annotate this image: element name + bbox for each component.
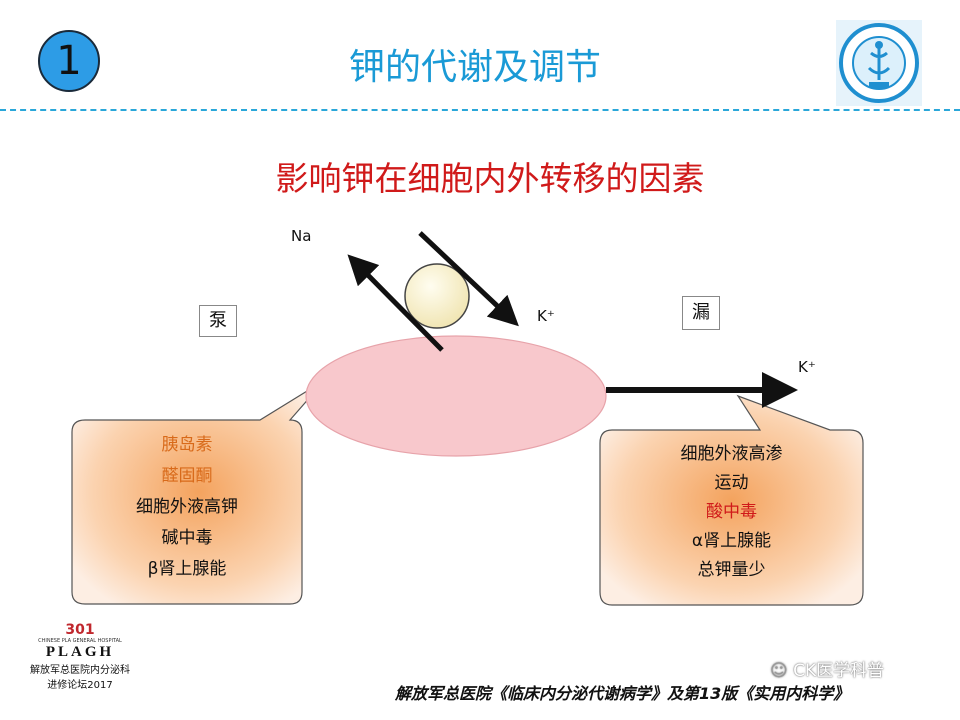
k-label-right: K⁺ <box>798 358 816 376</box>
dept-line1: 解放军总医院内分泌科 <box>30 665 130 676</box>
slide-number: 1 <box>56 38 82 84</box>
slide-number-badge: 1 <box>38 30 100 92</box>
wechat-icon: ☺ <box>770 661 794 681</box>
leak-factor-item: 酸中毒 <box>706 502 757 522</box>
watermark: ☺ CK医学科普 <box>770 656 884 681</box>
leak-factor-item: 总钾量少 <box>697 560 766 580</box>
leak-factor-item: 细胞外液高渗 <box>680 444 783 464</box>
leak-factor-item: α肾上腺能 <box>691 531 772 551</box>
leak-factor-item: 运动 <box>714 473 749 493</box>
na-arrow <box>347 254 444 352</box>
citation: 解放军总医院《临床内分泌代谢病学》及第13版《实用内科学》 <box>395 684 850 703</box>
hospital-seal-logo <box>836 20 922 106</box>
header-separator <box>0 109 960 111</box>
slide-title: 钾的代谢及调节 <box>348 47 601 88</box>
leak-factors-callout <box>599 394 864 606</box>
org-short: PLAGH <box>45 644 115 660</box>
k-label-top: K⁺ <box>537 307 555 325</box>
k-in-arrow <box>418 231 519 327</box>
pump-factors-list: 胰岛素 醛固酮 细胞外液高钾 碱中毒 β肾上腺能 <box>72 430 302 585</box>
cell-ellipse <box>305 335 607 457</box>
watermark-text: CK医学科普 <box>793 661 885 681</box>
pump-factor-item: 细胞外液高钾 <box>136 497 238 517</box>
org-mark: 301 <box>65 622 95 638</box>
org-en-small: CHINESE PLA GENERAL HOSPITAL <box>38 638 122 644</box>
plagh-logo-block: 301 CHINESE PLA GENERAL HOSPITAL PLAGH 解… <box>20 622 140 691</box>
pump-factor-item: 醛固酮 <box>161 466 213 486</box>
pump-ball <box>404 263 470 329</box>
pump-factor-item: 胰岛素 <box>161 435 213 455</box>
leak-label-box: 漏 <box>682 296 720 330</box>
pump-label-box: 泵 <box>199 305 237 337</box>
pump-factor-item: 碱中毒 <box>161 528 213 548</box>
leak-factors-list: 细胞外液高渗 运动 酸中毒 α肾上腺能 总钾量少 <box>600 440 863 585</box>
na-label: Na <box>291 227 312 245</box>
pump-factors-callout <box>71 379 326 605</box>
dept-line2: 进修论坛2017 <box>47 680 113 691</box>
pump-factor-item: β肾上腺能 <box>147 559 227 579</box>
slide-subtitle: 影响钾在细胞内外转移的因素 <box>275 159 705 198</box>
